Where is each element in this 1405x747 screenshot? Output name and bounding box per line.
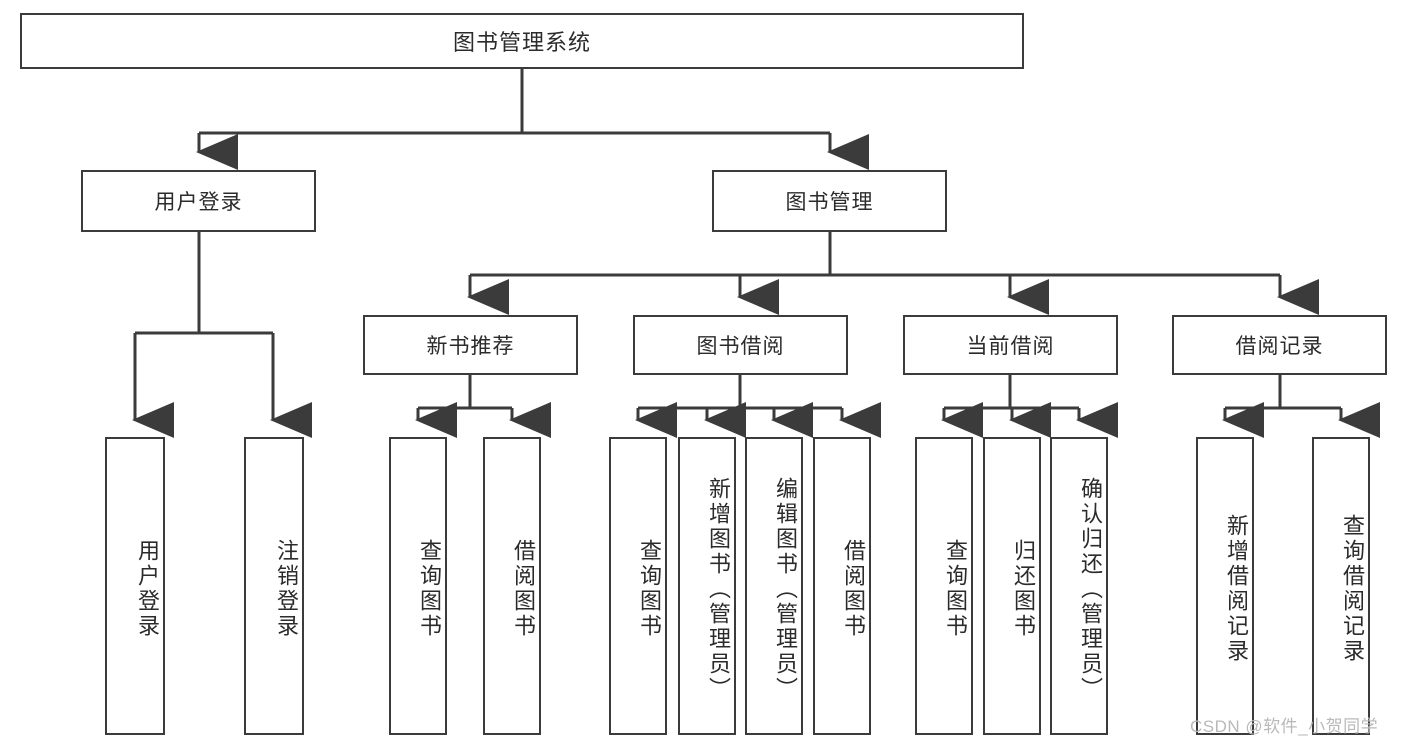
node-current-borrow[interactable]: 当前借阅 — [903, 315, 1118, 375]
leaf-node[interactable]: 新增借阅记录 — [1196, 437, 1254, 735]
node-book-borrow[interactable]: 图书借阅 — [633, 315, 848, 375]
node-root-system[interactable]: 图书管理系统 — [20, 13, 1024, 69]
leaf-node[interactable]: 查询借阅记录 — [1312, 437, 1370, 735]
node-new-book-recommend[interactable]: 新书推荐 — [363, 315, 578, 375]
leaf-node[interactable]: 编辑图书（管理员） — [745, 437, 803, 735]
leaf-node[interactable]: 注销登录 — [244, 437, 304, 735]
leaf-node[interactable]: 确认归还（管理员） — [1050, 437, 1108, 735]
leaf-node[interactable]: 查询图书 — [915, 437, 973, 735]
node-user-login[interactable]: 用户登录 — [81, 170, 316, 232]
node-borrow-record[interactable]: 借阅记录 — [1172, 315, 1387, 375]
leaf-node[interactable]: 查询图书 — [609, 437, 667, 735]
leaf-node[interactable]: 新增图书（管理员） — [678, 437, 736, 735]
leaf-node[interactable]: 用户登录 — [105, 437, 165, 735]
node-book-management[interactable]: 图书管理 — [712, 170, 947, 232]
leaf-node[interactable]: 借阅图书 — [813, 437, 871, 735]
leaf-node[interactable]: 查询图书 — [389, 437, 447, 735]
leaf-node[interactable]: 借阅图书 — [483, 437, 541, 735]
leaf-node[interactable]: 归还图书 — [983, 437, 1041, 735]
